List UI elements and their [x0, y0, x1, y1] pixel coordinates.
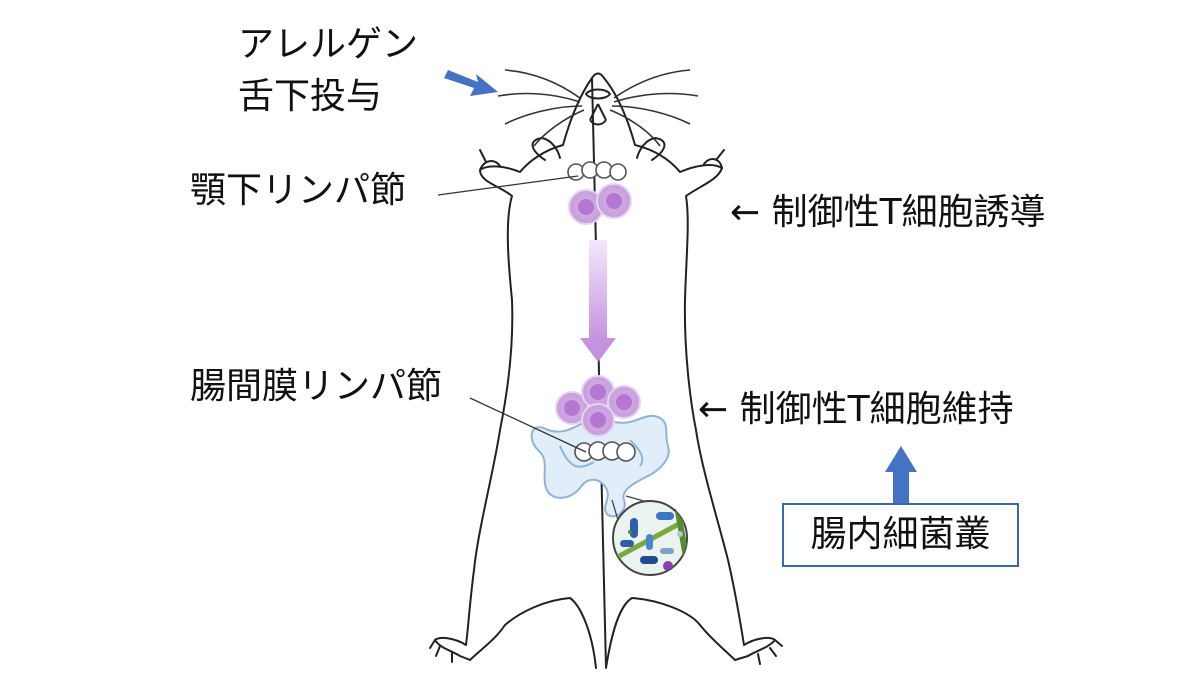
mouse-paw-hind-left [429, 639, 453, 663]
sublingual-administration-label: 舌下投与 [238, 76, 383, 117]
cell-migration-arrow [580, 240, 616, 362]
mesenteric-leader-line [469, 397, 587, 453]
mouse-snout [584, 88, 612, 126]
treg-cells-lower [555, 375, 641, 437]
administration-arrow [444, 70, 498, 96]
mouse-body [434, 72, 776, 669]
mouse-paw-hind-right [757, 639, 783, 665]
mouse-ear-right [636, 137, 666, 161]
submandibular-leader-line [437, 175, 579, 196]
mesenteric-lymph-node-icon [574, 441, 636, 462]
treg-cells-upper [568, 183, 632, 225]
mesenteric-lymph-node-label: 腸間膜リンパ節 [190, 366, 443, 407]
submandibular-lymph-node-icon [567, 161, 627, 181]
microbiota-arrow [885, 446, 917, 504]
treg-maintenance-label: ← 制御性T細胞維持 [698, 389, 1014, 430]
microbiota-lens [612, 500, 688, 576]
submandibular-lymph-node-label: 顎下リンパ節 [190, 170, 407, 211]
gut-microbiota-label: 腸内細菌叢 [810, 514, 991, 555]
mouse-paw-front-right [703, 149, 725, 169]
mouse-whiskers [497, 69, 699, 147]
intestine-icon [530, 414, 670, 518]
allergen-label: アレルゲン [238, 24, 419, 65]
mouse-outline [429, 72, 783, 669]
gut-microbiota-box: 腸内細菌叢 [782, 503, 1019, 567]
mouse-paw-front-left [479, 149, 501, 171]
treg-induction-label: ← 制御性T細胞誘導 [730, 192, 1046, 233]
